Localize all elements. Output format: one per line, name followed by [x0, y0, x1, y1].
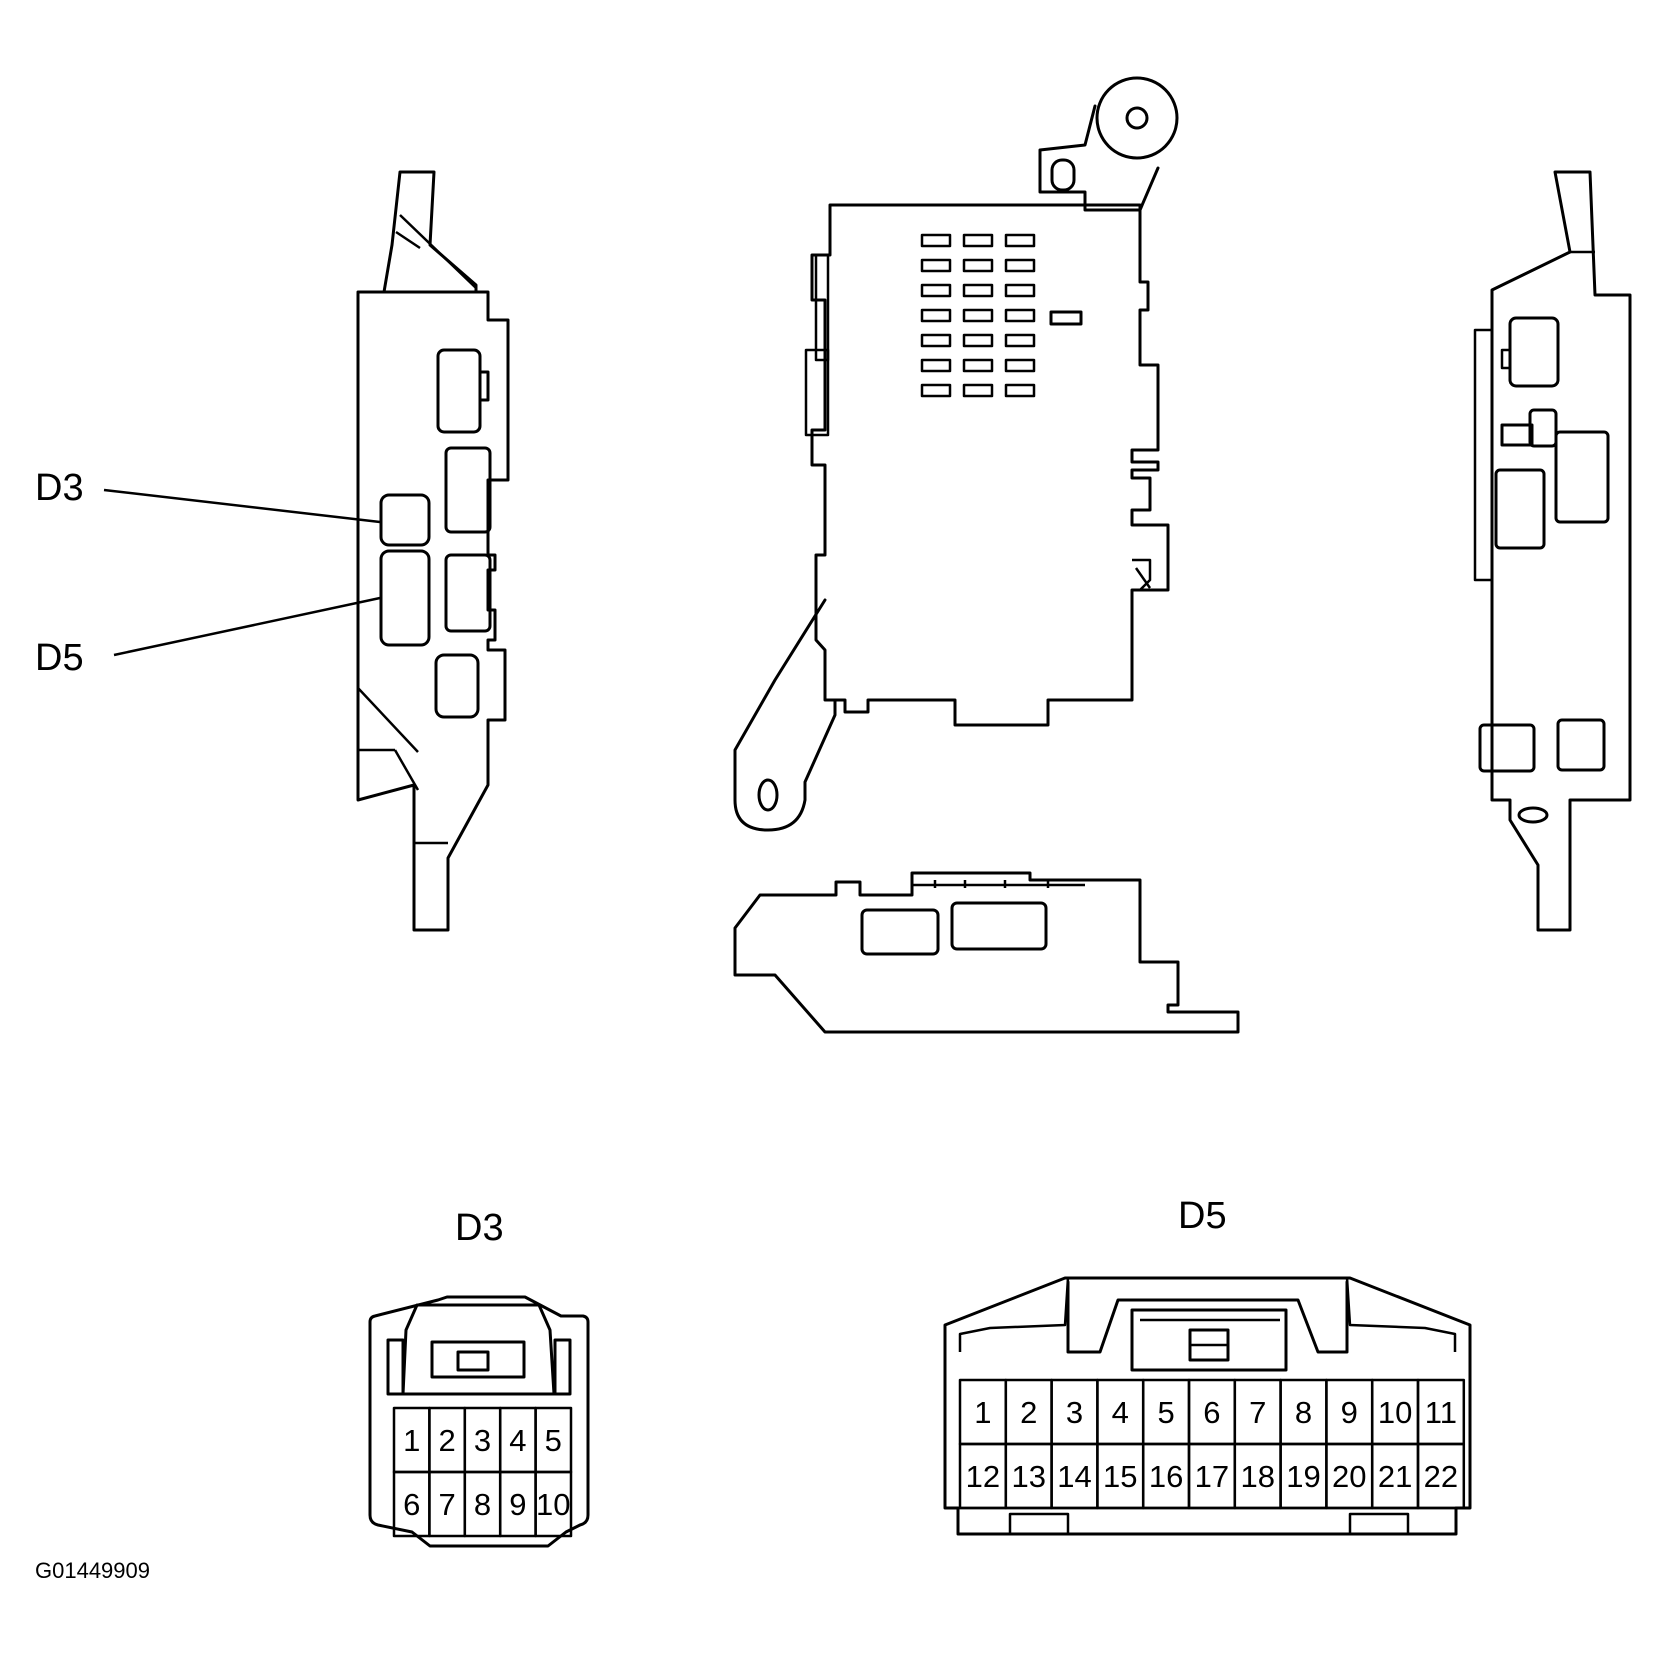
- d5-pin-number: 20: [1332, 1459, 1366, 1494]
- fuse-slot: [962, 283, 994, 298]
- d5-pin-number: 10: [1378, 1395, 1412, 1430]
- d3-connector-title: D3: [455, 1207, 504, 1249]
- d3-callout-label: D3: [35, 467, 84, 509]
- d5-pin-number: 22: [1424, 1459, 1458, 1494]
- d5-pin-number: 5: [1157, 1395, 1174, 1430]
- fuse-grid: [920, 233, 1036, 398]
- d3-pin-cell: [534, 1470, 573, 1538]
- fuse-slot: [962, 383, 994, 398]
- fuse-slot: [1004, 358, 1036, 373]
- fuse-slot: [920, 308, 952, 323]
- d5-pin-number: 18: [1240, 1459, 1274, 1494]
- d5-pin-number: 12: [966, 1459, 1000, 1494]
- d3-pin-number: 4: [509, 1423, 526, 1458]
- fuse-slot: [962, 358, 994, 373]
- fuse-slot: [920, 258, 952, 273]
- d5-pin-number: 1: [974, 1395, 991, 1430]
- d5-pin-number: 3: [1066, 1395, 1083, 1430]
- d3-connector-housing: [368, 1295, 590, 1548]
- d3-pin-number: 5: [545, 1423, 562, 1458]
- center-bottom-view: [733, 871, 1240, 1034]
- d5-pin-number: 7: [1249, 1395, 1266, 1430]
- fuse-slot: [920, 383, 952, 398]
- d3-pin-number: 3: [474, 1423, 491, 1458]
- d3-pin-number: 6: [403, 1487, 420, 1522]
- left-side-view: [356, 170, 510, 932]
- d5-pin-number: 16: [1149, 1459, 1183, 1494]
- fuse-slot: [962, 233, 994, 248]
- d3-leader-line: [103, 488, 381, 524]
- d5-pin-number: 4: [1112, 1395, 1129, 1430]
- d5-pin-number: 15: [1103, 1459, 1137, 1494]
- fuse-slot: [962, 258, 994, 273]
- fuse-slot: [1004, 258, 1036, 273]
- center-front-view: [733, 76, 1179, 832]
- d5-pin-number: 13: [1011, 1459, 1045, 1494]
- d5-callout-label: D5: [35, 637, 84, 679]
- d5-pin-number: 6: [1203, 1395, 1220, 1430]
- fuse-slot: [1004, 283, 1036, 298]
- d5-leader-line: [113, 596, 381, 657]
- d5-pin-number: 19: [1286, 1459, 1320, 1494]
- fuse-slot: [962, 333, 994, 348]
- d5-pin-number: 17: [1195, 1459, 1229, 1494]
- d3-pin-number: 7: [438, 1487, 455, 1522]
- fuse-slot: [920, 233, 952, 248]
- d3-pin-number: 10: [536, 1487, 570, 1522]
- d5-pin-number: 14: [1057, 1459, 1091, 1494]
- d5-connector-title: D5: [1178, 1195, 1227, 1237]
- d5-pin-number: 21: [1378, 1459, 1412, 1494]
- callouts: D3 D5: [35, 467, 381, 679]
- d5-pin-number: 9: [1341, 1395, 1358, 1430]
- d3-pin-number: 2: [438, 1423, 455, 1458]
- d5-pin-number: 2: [1020, 1395, 1037, 1430]
- d5-pin-number: 8: [1295, 1395, 1312, 1430]
- d3-pin-number: 8: [474, 1487, 491, 1522]
- fuse-slot: [920, 358, 952, 373]
- fuse-slot: [1004, 233, 1036, 248]
- d5-socket: [379, 549, 431, 647]
- fuse-slot: [920, 333, 952, 348]
- fuse-slot: [1004, 333, 1036, 348]
- figure-code: G01449909: [35, 1558, 150, 1583]
- fuse-slot: [962, 308, 994, 323]
- d3-pin-number: 1: [403, 1423, 420, 1458]
- fuse-slot: [1004, 308, 1036, 323]
- right-side-view: [1473, 170, 1632, 932]
- d5-pin-number: 11: [1425, 1395, 1457, 1430]
- d3-pin-number: 9: [509, 1487, 526, 1522]
- d3-socket: [379, 493, 431, 547]
- fuse-slot: [920, 283, 952, 298]
- fuse-slot: [1004, 383, 1036, 398]
